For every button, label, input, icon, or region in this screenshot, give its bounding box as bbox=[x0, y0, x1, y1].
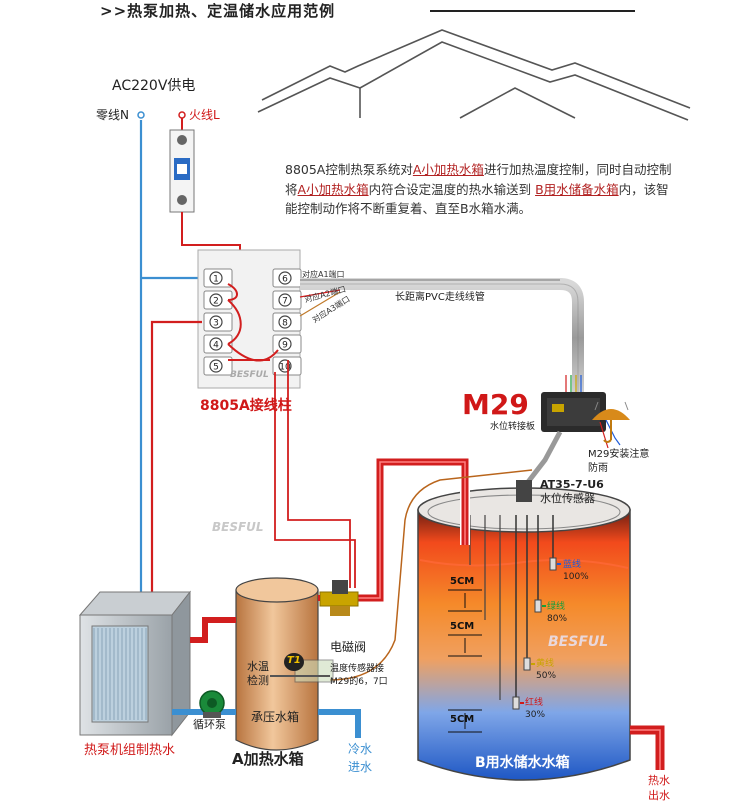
terminal-jumpers bbox=[227, 283, 279, 362]
spacing-label-3: 5CM bbox=[450, 714, 475, 725]
tank-b-label: B用水储水水箱 bbox=[475, 755, 570, 771]
terminal-block-label: 8805A接线柱 bbox=[200, 398, 292, 414]
heat-pump-unit bbox=[78, 590, 192, 737]
hot-out-line2: 出水 bbox=[648, 789, 670, 802]
terminal-right-column: 6 7 8 9 10 bbox=[272, 268, 302, 376]
terminal-number: 8 bbox=[282, 319, 288, 329]
tank-a-sensor-note-2: M29的6，7口 bbox=[330, 677, 388, 687]
tank-a-temp-check: 水温检测 bbox=[247, 660, 269, 687]
valve-control-wire bbox=[274, 372, 356, 588]
terminal-number: 6 bbox=[282, 275, 288, 285]
live-label: 火线L bbox=[189, 108, 220, 122]
terminal-3: 3 bbox=[203, 312, 233, 332]
spacing-marks bbox=[448, 589, 482, 733]
level-wire-green: 绿线 bbox=[547, 602, 566, 612]
circulation-pump bbox=[199, 690, 225, 718]
m29-rain-note: M29安装注意防雨 bbox=[588, 449, 650, 474]
level-wire-red: 红线 bbox=[525, 698, 544, 708]
terminal-7: 7 bbox=[272, 290, 302, 310]
level-pct-100: 100% bbox=[563, 572, 589, 582]
level-pct-50: 50% bbox=[536, 671, 557, 681]
tank-a-sensor-tag: T1 bbox=[287, 655, 301, 666]
spacing-label-2: 5CM bbox=[450, 621, 475, 632]
description-text: 8805A控制热泵系统对A小加热水箱进行加热温度控制，同时自动控制将A小加热水箱… bbox=[285, 162, 672, 216]
terminal-6: 6 bbox=[272, 268, 302, 288]
spacing-label-1: 5CM bbox=[450, 576, 475, 587]
m29-subtitle: 水位转接板 bbox=[490, 422, 536, 432]
tank-a-label: A加热水箱 bbox=[232, 750, 304, 768]
sensor-model: AT35-7-U6 bbox=[540, 478, 604, 491]
terminal-2: 2 bbox=[203, 290, 233, 310]
tank-b bbox=[417, 480, 631, 781]
heat-pump-brand: BESFUL bbox=[212, 520, 264, 534]
umbrella-icon bbox=[592, 401, 630, 443]
heat-pump-pipes bbox=[172, 617, 236, 715]
tank-b-brand: BESFUL bbox=[548, 634, 609, 650]
header-rule bbox=[430, 10, 635, 12]
level-wire-blue: 蓝线 bbox=[563, 560, 582, 570]
probe-30% bbox=[512, 515, 524, 710]
terminal-10: 10 bbox=[272, 356, 302, 376]
terminal-9: 9 bbox=[272, 334, 302, 354]
terminal-number: 7 bbox=[282, 297, 288, 307]
neutral-label: 零线N bbox=[96, 108, 129, 122]
sensor-name: 水位传感器 bbox=[540, 492, 595, 505]
terminal-8: 8 bbox=[272, 312, 302, 332]
t1-sensor-badge bbox=[284, 653, 304, 671]
tank-a bbox=[235, 577, 334, 751]
port-label-a1: 对应A1端口 bbox=[302, 270, 345, 279]
terminal-number: 5 bbox=[213, 363, 219, 373]
hot-out-line1: 热水 bbox=[648, 774, 670, 787]
cold-in-line1: 冷水 bbox=[348, 742, 373, 756]
m29-board bbox=[526, 375, 621, 484]
solenoid-valve bbox=[319, 580, 359, 616]
terminal-4: 4 bbox=[203, 334, 233, 354]
terminal-number: 9 bbox=[282, 341, 288, 351]
power-supply-label: AC220V供电 bbox=[112, 78, 196, 94]
conduit-label: 长距离PVC走线线管 bbox=[395, 292, 485, 303]
cold-in-line2: 进水 bbox=[348, 760, 373, 774]
cold-water-inlet bbox=[318, 709, 361, 738]
probe-50% bbox=[523, 515, 535, 671]
circuit-breaker bbox=[169, 118, 241, 262]
probe-100% bbox=[549, 515, 561, 571]
terminal-number: 3 bbox=[213, 319, 219, 329]
terminal-number: 2 bbox=[213, 297, 219, 307]
temp-sensor-wire bbox=[329, 469, 533, 681]
pump-label: 循环泵 bbox=[193, 718, 226, 731]
terminal-left-column: 1 2 3 4 5 bbox=[203, 268, 233, 376]
compressor-wire bbox=[150, 320, 202, 592]
hot-water-outlet bbox=[630, 725, 665, 770]
terminal-number: 10 bbox=[279, 363, 291, 373]
tank-a-sensor-note-1: 温度传感器接 bbox=[330, 664, 385, 674]
roof-outline bbox=[257, 29, 691, 121]
valve-label: 电磁阀 bbox=[330, 640, 367, 654]
neutral-wire bbox=[139, 120, 202, 592]
valve-wire bbox=[287, 360, 351, 588]
terminal-number: 1 bbox=[213, 275, 219, 285]
probe-80% bbox=[534, 515, 546, 613]
sensor-cable bbox=[299, 278, 584, 392]
level-probes bbox=[469, 515, 561, 710]
terminal-5: 5 bbox=[203, 356, 233, 376]
tank-a-sub-label: 承压水箱 bbox=[251, 710, 300, 724]
level-wire-yellow: 黄线 bbox=[536, 659, 555, 669]
terminal-number: 4 bbox=[213, 341, 219, 351]
header-title: >>热泵加热、定温储水应用范例 bbox=[100, 2, 336, 20]
terminal-1: 1 bbox=[203, 268, 233, 288]
m29-model: M29 bbox=[462, 388, 529, 421]
hot-water-pipe bbox=[355, 457, 470, 603]
heat-pump-label: 热泵机组制热水 bbox=[84, 743, 176, 758]
level-pct-80: 80% bbox=[547, 614, 568, 624]
terminal-brand: BESFUL bbox=[230, 370, 269, 380]
level-pct-30: 30% bbox=[525, 710, 546, 720]
